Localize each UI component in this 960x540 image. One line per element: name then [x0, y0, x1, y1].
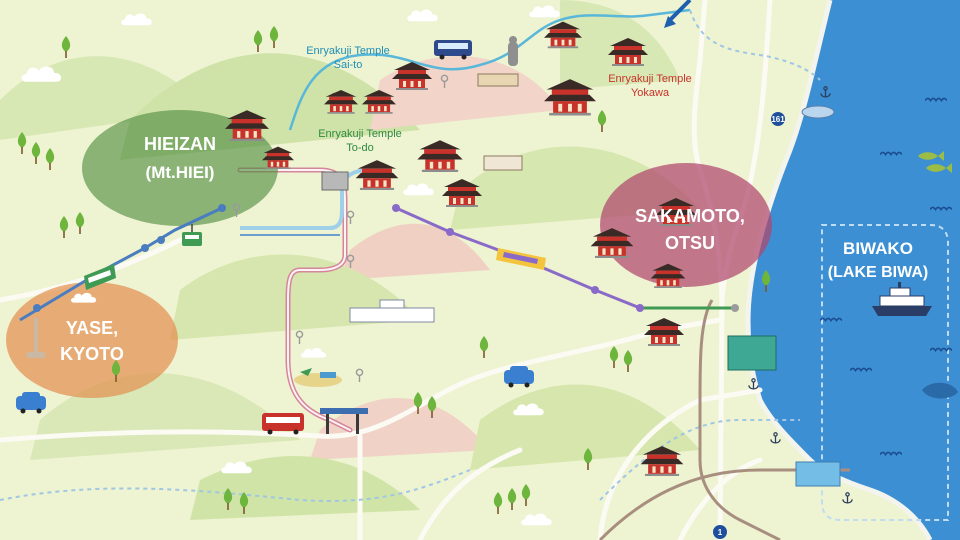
sakamoto-label-line1: SAKAMOTO, [635, 206, 745, 226]
building-icons [320, 73, 841, 487]
todo-label-line1: Enryakuji Temple [318, 128, 402, 140]
boat-icon [872, 282, 932, 316]
car-icon [16, 366, 534, 414]
place-label-yokawa: Enryakuji Temple Yokawa [608, 73, 692, 99]
saito-label-line1: Enryakuji Temple [306, 45, 390, 57]
fish-icon [918, 151, 958, 399]
lake-biwa-water [748, 0, 960, 540]
biwako-dashed-zone [821, 224, 949, 521]
route-161-label: 161 [771, 115, 785, 124]
place-label-todo: Enryakuji Temple To-do [318, 128, 402, 154]
okuhiei-driveway [240, 168, 371, 230]
route-161-sign: 161 [771, 112, 785, 126]
north-arrow-icon [664, 0, 692, 28]
tower-icon [27, 318, 45, 358]
place-label-saito: Enryakuji Temple Sai-to [306, 45, 390, 71]
hieizan-zone [82, 110, 278, 226]
picnic-area-icon [294, 368, 342, 387]
region-label-sakamoto: SAKAMOTO, OTSU [635, 206, 745, 253]
yase-label-line1: YASE, [66, 318, 118, 338]
region-label-hieizan: HIEIZAN (Mt.HIEI) [144, 134, 216, 182]
biwako-label-line2: (LAKE BIWA) [828, 264, 928, 281]
bus-icon [262, 40, 472, 435]
ropeway-gondola-icon [182, 224, 202, 246]
hieizan-label-line1: HIEIZAN [144, 134, 216, 154]
region-label-biwako: BIWAKO (LAKE BIWA) [828, 239, 928, 281]
yase-label-line2: KYOTO [60, 344, 124, 364]
saito-label-line2: Sai-to [334, 59, 363, 71]
route-1-sign: 1 [713, 525, 727, 539]
hieizan-label-line2: (Mt.HIEI) [146, 163, 215, 182]
mountain-road-cyan [288, 8, 691, 131]
eizan-cable-line [19, 204, 226, 322]
yokawa-label-line2: Yokawa [631, 87, 670, 99]
harbor-ring-icon [801, 105, 835, 119]
route-1-label: 1 [718, 528, 723, 537]
sakamoto-label-line2: OTSU [665, 233, 715, 253]
statue-icon [508, 36, 518, 66]
yokawa-label-line1: Enryakuji Temple [608, 73, 692, 85]
boundary-lines [0, 9, 821, 502]
region-label-yase: YASE, KYOTO [60, 318, 124, 364]
yase-zone [6, 282, 178, 398]
todo-label-line2: To-do [346, 142, 374, 154]
biwako-label-line1: BIWAKO [843, 239, 913, 258]
cable-car-icon [84, 248, 546, 290]
